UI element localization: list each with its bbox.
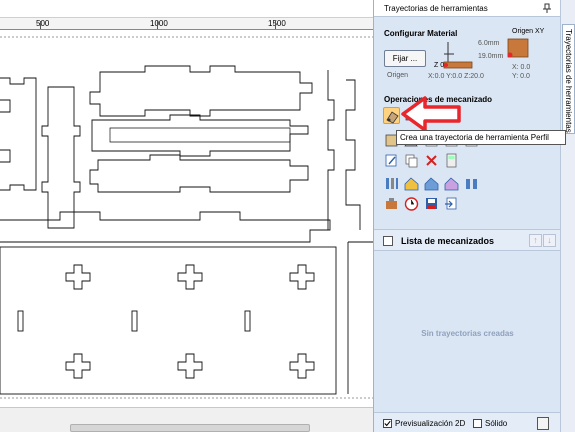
move-up-button[interactable]: ↑ <box>529 234 542 247</box>
xy-origin-y: Y: 0.0 <box>512 73 530 80</box>
canvas-top-strip <box>0 0 373 18</box>
part-left-1 <box>0 77 37 191</box>
profile-toolpath-button[interactable] <box>383 107 400 124</box>
z-zero-label: Z 0 <box>434 62 445 69</box>
preview-toolpath-button[interactable] <box>403 175 420 192</box>
house-selected-icon <box>424 177 439 191</box>
xy-origin-x: X: 0.0 <box>512 64 531 71</box>
clock-icon <box>404 197 419 211</box>
cross-3 <box>289 264 315 290</box>
scrollbar-thumb[interactable] <box>70 424 310 432</box>
calculator-button[interactable] <box>443 152 460 169</box>
export-toolpath-button[interactable] <box>443 195 460 212</box>
save-icon <box>426 198 437 209</box>
material-top-thickness: 6.0mm <box>478 40 500 47</box>
side-tab-label: Trayectorias de herramientas <box>564 29 573 133</box>
toolpath-list-header: Lista de mecanizados ↑ ↓ <box>374 229 561 251</box>
toolpaths-panel: Trayectorias de herramientas Configurar … <box>373 0 561 432</box>
preview-2d-checkbox[interactable] <box>383 419 392 428</box>
toolpath-list-title: Lista de mecanizados <box>401 236 495 246</box>
cross-2 <box>177 264 203 290</box>
drawing-canvas[interactable]: 500 1000 1500 <box>0 0 373 432</box>
panel-side-tabbar: Trayectorias de herramientas <box>560 0 575 432</box>
ruler-label-1000: 1000 <box>150 19 168 28</box>
tool-database-button[interactable] <box>383 175 400 192</box>
horizontal-scrollbar[interactable] <box>0 407 373 432</box>
xy-origin-label: Origen XY <box>512 28 545 35</box>
toolpaths-side-tab[interactable]: Trayectorias de herramientas <box>562 24 575 134</box>
part-left-slot-2 <box>0 149 11 163</box>
move-down-button[interactable]: ↓ <box>543 234 556 247</box>
material-section-title: Configurar Material <box>384 29 458 38</box>
calculate-button[interactable] <box>537 417 549 430</box>
edit-icon <box>385 154 397 167</box>
material-total-thickness: 19.0mm <box>478 53 504 60</box>
house-preview-icon <box>404 177 419 191</box>
xy-origin-icon[interactable] <box>506 37 530 59</box>
delete-icon <box>426 155 437 166</box>
origin-label: Origen <box>387 72 409 79</box>
origin-coordinates: X:0.0 Y:0.0 Z:20.0 <box>428 73 484 80</box>
toolpath-list-checkbox[interactable] <box>383 236 393 246</box>
slot-cutouts <box>17 310 251 332</box>
cross-5 <box>177 353 203 379</box>
time-estimate-button[interactable] <box>403 195 420 212</box>
ruler-label-500: 500 <box>36 19 50 28</box>
solid-checkbox[interactable] <box>473 419 482 428</box>
bars-icon <box>466 179 477 189</box>
cross-1 <box>65 264 91 290</box>
slot-3 <box>244 310 251 332</box>
preview-2d-label: Previsualización 2D <box>395 419 466 428</box>
part-top-long-bar <box>89 65 313 117</box>
solid-label: Sólido <box>485 419 508 428</box>
reset-preview-button[interactable] <box>443 175 460 192</box>
red-arrow-annotation <box>401 96 461 132</box>
toolpath-list[interactable]: Sin trayectorias creadas <box>374 251 561 412</box>
slot-1 <box>17 310 24 332</box>
material-preview-button[interactable] <box>463 175 480 192</box>
part-right-col-2 <box>345 79 361 230</box>
cross-4 <box>65 353 91 379</box>
preview-selected-button[interactable] <box>423 175 440 192</box>
pin-icon[interactable] <box>542 3 552 13</box>
part-middle-bar-inner <box>109 127 291 143</box>
part-bottom-panel <box>0 246 337 395</box>
set-material-button[interactable]: Fijar ... <box>384 50 426 67</box>
export-icon <box>445 197 457 210</box>
checkmark-icon <box>384 420 391 427</box>
delete-toolpath-button[interactable] <box>423 152 440 169</box>
material-thickness-icon <box>443 42 473 69</box>
cross-cutouts <box>65 264 315 379</box>
save-toolpath-button[interactable] <box>423 195 440 212</box>
slot-2 <box>131 310 138 332</box>
calculator-icon <box>446 153 457 168</box>
part-vertical-slat <box>41 86 81 229</box>
part-left-slot <box>0 99 11 113</box>
house-reset-icon <box>444 177 459 191</box>
tools-icon <box>386 178 398 189</box>
operations-section-title: Operaciones de mecanizado <box>384 95 493 104</box>
part-lower-bar <box>89 154 309 193</box>
panel-footer: Previsualización 2D Sólido <box>374 412 561 432</box>
template-button[interactable] <box>383 195 400 212</box>
horizontal-ruler: 500 1000 1500 <box>0 18 373 30</box>
template-icon <box>386 198 397 209</box>
edit-toolpath-button[interactable] <box>383 152 400 169</box>
part-right-col-1 <box>327 70 335 230</box>
cross-6 <box>289 353 315 379</box>
empty-list-message: Sin trayectorias creadas <box>421 329 514 338</box>
part-long-strip <box>0 211 331 243</box>
part-right-strip <box>347 241 373 394</box>
profile-icon <box>386 111 399 124</box>
profile-tooltip: Crea una trayectoria de herramienta Perf… <box>396 130 566 145</box>
copy-toolpath-button[interactable] <box>403 152 420 169</box>
copy-icon <box>405 154 418 168</box>
panel-title: Trayectorias de herramientas <box>374 0 561 17</box>
ruler-label-1500: 1500 <box>268 19 286 28</box>
cut-parts-drawing[interactable] <box>0 30 373 407</box>
part-middle-bar <box>91 114 309 157</box>
